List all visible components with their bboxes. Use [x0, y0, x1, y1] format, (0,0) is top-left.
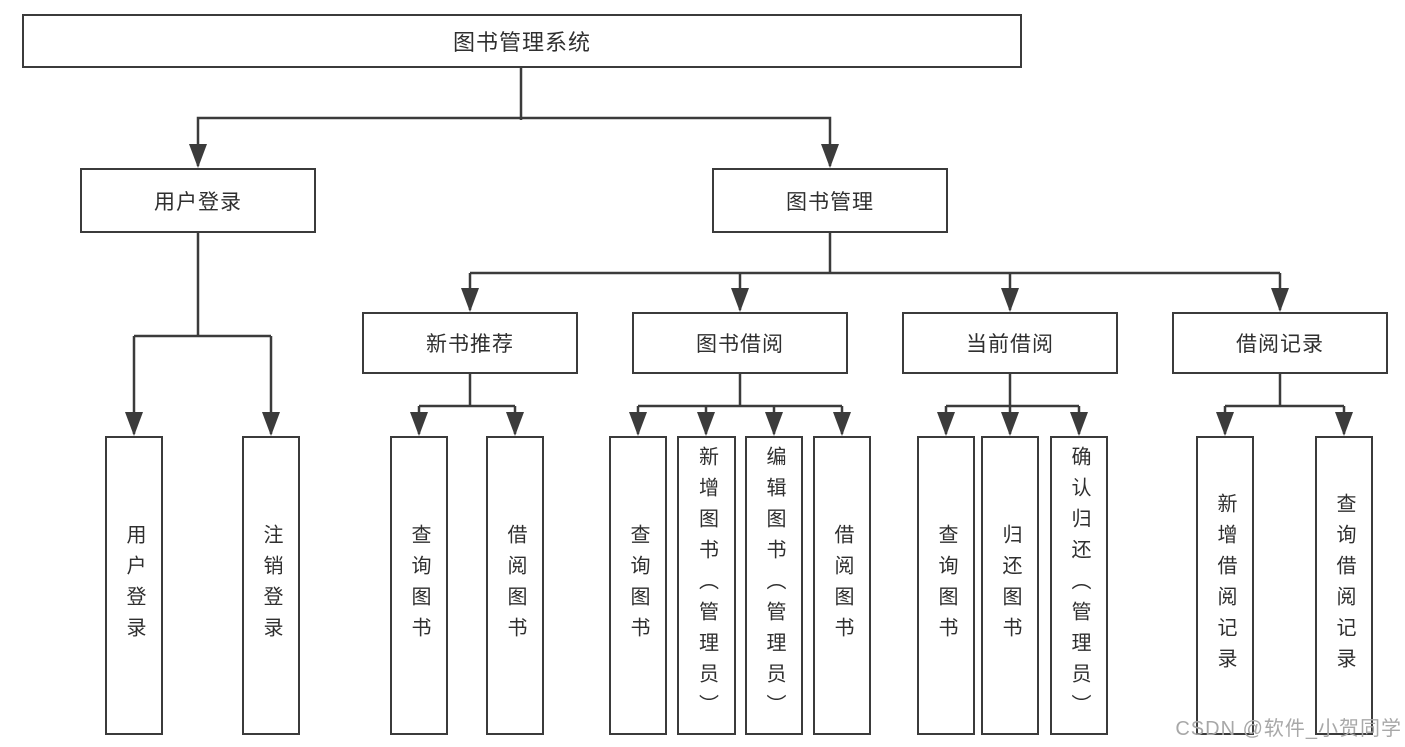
leaf-label: 注销登录: [260, 523, 282, 648]
node-book-borrow: 图书借阅: [632, 312, 848, 374]
leaf-label: 借阅图书: [831, 523, 853, 648]
node-add-books-admin: 新增图书（管理员）: [677, 436, 736, 735]
leaf-label: 新增借阅记录: [1214, 492, 1236, 679]
node-user-login: 用户登录: [80, 168, 316, 233]
arrowhead-icons: [125, 144, 1353, 436]
leaf-label: 查询图书: [627, 523, 649, 648]
node-book-management: 图书管理: [712, 168, 948, 233]
node-query-books-current: 查询图书: [917, 436, 975, 735]
leaf-label: 借阅图书: [504, 523, 526, 648]
connector-lines: [132, 68, 1346, 434]
node-library-system-root: 图书管理系统: [22, 14, 1022, 68]
leaf-label: 编辑图书（管理员）: [763, 446, 785, 725]
node-query-borrow-record: 查询借阅记录: [1315, 436, 1373, 735]
node-edit-books-admin: 编辑图书（管理员）: [745, 436, 803, 735]
node-current-borrow: 当前借阅: [902, 312, 1118, 374]
leaf-label: 归还图书: [999, 523, 1021, 648]
node-query-books-recommend: 查询图书: [390, 436, 448, 735]
node-query-books-borrow: 查询图书: [609, 436, 667, 735]
leaf-label: 确认归还（管理员）: [1068, 446, 1090, 725]
leaf-label: 新增图书（管理员）: [695, 446, 718, 725]
node-borrow-books-action: 借阅图书: [813, 436, 871, 735]
node-new-book-recommend: 新书推荐: [362, 312, 578, 374]
node-logout-action: 注销登录: [242, 436, 300, 735]
node-return-books: 归还图书: [981, 436, 1039, 735]
leaf-label: 用户登录: [123, 523, 145, 648]
leaf-label: 查询借阅记录: [1333, 492, 1355, 679]
node-add-borrow-record: 新增借阅记录: [1196, 436, 1254, 735]
node-borrow-books-recommend: 借阅图书: [486, 436, 544, 735]
leaf-label: 查询图书: [935, 523, 957, 648]
node-user-login-action: 用户登录: [105, 436, 163, 735]
node-borrow-records: 借阅记录: [1172, 312, 1388, 374]
leaf-label: 查询图书: [408, 523, 430, 648]
node-confirm-return-admin: 确认归还（管理员）: [1050, 436, 1108, 735]
